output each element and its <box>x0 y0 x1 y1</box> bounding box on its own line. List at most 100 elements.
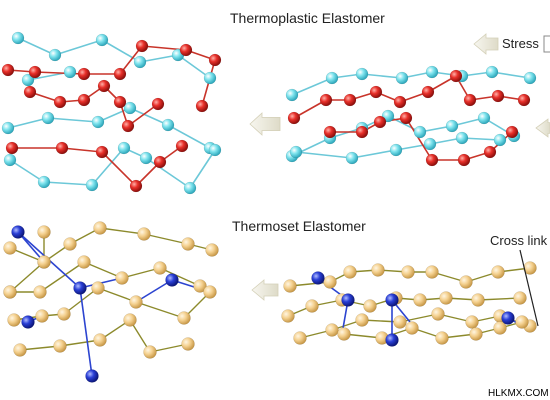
tan-bead <box>405 321 419 335</box>
red-bead <box>55 141 69 155</box>
tan-bead <box>323 275 337 289</box>
cyan-bead <box>345 151 359 165</box>
cyan-bead <box>423 137 437 151</box>
tan-bead <box>205 243 219 257</box>
tan-bead <box>459 275 473 289</box>
red-bead <box>369 85 383 99</box>
red-bead <box>175 139 189 153</box>
cyan-bead <box>523 71 537 85</box>
stress-label: Stress <box>502 36 539 51</box>
tan-bead <box>91 281 105 295</box>
tan-bead <box>431 307 445 321</box>
tan-bead <box>57 307 71 321</box>
red-bead <box>505 125 519 139</box>
cross-link-bead <box>73 281 87 295</box>
cyan-bead <box>285 88 299 102</box>
cross-link-label: Cross link <box>490 233 548 248</box>
thermoplastic-chain-cyan <box>17 37 211 79</box>
red-bead <box>113 95 127 109</box>
cyan-bead <box>395 71 409 85</box>
stress-arrow-top <box>473 33 499 55</box>
tan-bead <box>33 285 47 299</box>
cyan-bead <box>208 143 222 157</box>
tan-bead <box>283 279 297 293</box>
stretched-thermoset-chain <box>287 297 521 317</box>
cyan-bead <box>139 151 153 165</box>
tan-bead <box>413 293 427 307</box>
stress-arrow-thermoset <box>251 279 279 301</box>
cyan-bead <box>445 119 459 133</box>
tan-bead <box>181 337 195 351</box>
cyan-bead <box>485 65 499 79</box>
red-bead <box>463 93 477 107</box>
red-bead <box>517 93 531 107</box>
cyan-bead <box>161 118 175 132</box>
cyan-bead <box>48 48 62 62</box>
red-bead <box>53 95 67 109</box>
cyan-bead <box>389 143 403 157</box>
red-bead <box>208 53 222 67</box>
red-bead <box>95 145 109 159</box>
cyan-bead <box>117 141 131 155</box>
red-bead <box>23 85 37 99</box>
cross-link-bead <box>341 293 355 307</box>
tan-bead <box>515 315 529 329</box>
tan-bead <box>13 343 27 357</box>
red-bead <box>77 93 91 107</box>
cyan-bead <box>455 131 469 145</box>
thermoset-elastomer-title: Thermoset Elastomer <box>232 218 366 234</box>
tan-bead <box>493 321 507 335</box>
tan-bead <box>343 265 357 279</box>
tan-bead <box>425 265 439 279</box>
tan-bead <box>325 323 339 337</box>
red-bead <box>129 179 143 193</box>
thermoplastic-chain-cyan <box>7 107 211 149</box>
tan-bead <box>471 293 485 307</box>
tan-bead <box>123 313 137 327</box>
tan-bead <box>77 255 91 269</box>
tan-bead <box>523 261 537 275</box>
cross-link-pointer <box>519 249 539 327</box>
red-bead <box>1 63 15 77</box>
cross-link-bond <box>135 279 173 303</box>
red-bead <box>97 79 111 93</box>
tan-bead <box>491 265 505 279</box>
tan-bead <box>137 227 151 241</box>
tan-bead <box>371 263 385 277</box>
tan-bead <box>153 261 167 275</box>
tan-bead <box>337 327 351 341</box>
thermoplastic-elastomer-title: Thermoplastic Elastomer <box>230 10 385 26</box>
tan-bead <box>305 299 319 313</box>
tan-bead <box>129 295 143 309</box>
cyan-bead <box>11 31 25 45</box>
tan-bead <box>35 309 49 323</box>
red-bead <box>491 89 505 103</box>
cyan-bead <box>63 65 77 79</box>
tan-bead <box>293 331 307 345</box>
red-bead <box>319 93 333 107</box>
cyan-bead <box>425 65 439 79</box>
red-bead <box>151 97 165 111</box>
red-bead <box>28 65 42 79</box>
cross-link-bead <box>165 273 179 287</box>
red-bead <box>113 67 127 81</box>
tan-bead <box>3 241 17 255</box>
cyan-bead <box>203 71 217 85</box>
red-bead <box>425 153 439 167</box>
cyan-bead <box>3 153 17 167</box>
red-bead <box>393 95 407 109</box>
cyan-bead <box>289 145 303 159</box>
tan-bead <box>53 339 67 353</box>
tan-bead <box>203 285 217 299</box>
cyan-bead <box>477 111 491 125</box>
cyan-bead <box>123 101 137 115</box>
tan-bead <box>93 333 107 347</box>
red-bead <box>457 153 471 167</box>
cross-link-bead <box>385 293 399 307</box>
tan-bead <box>193 279 207 293</box>
tan-bead <box>363 299 377 313</box>
cross-link-bead <box>85 369 99 383</box>
cyan-bead <box>95 33 109 47</box>
